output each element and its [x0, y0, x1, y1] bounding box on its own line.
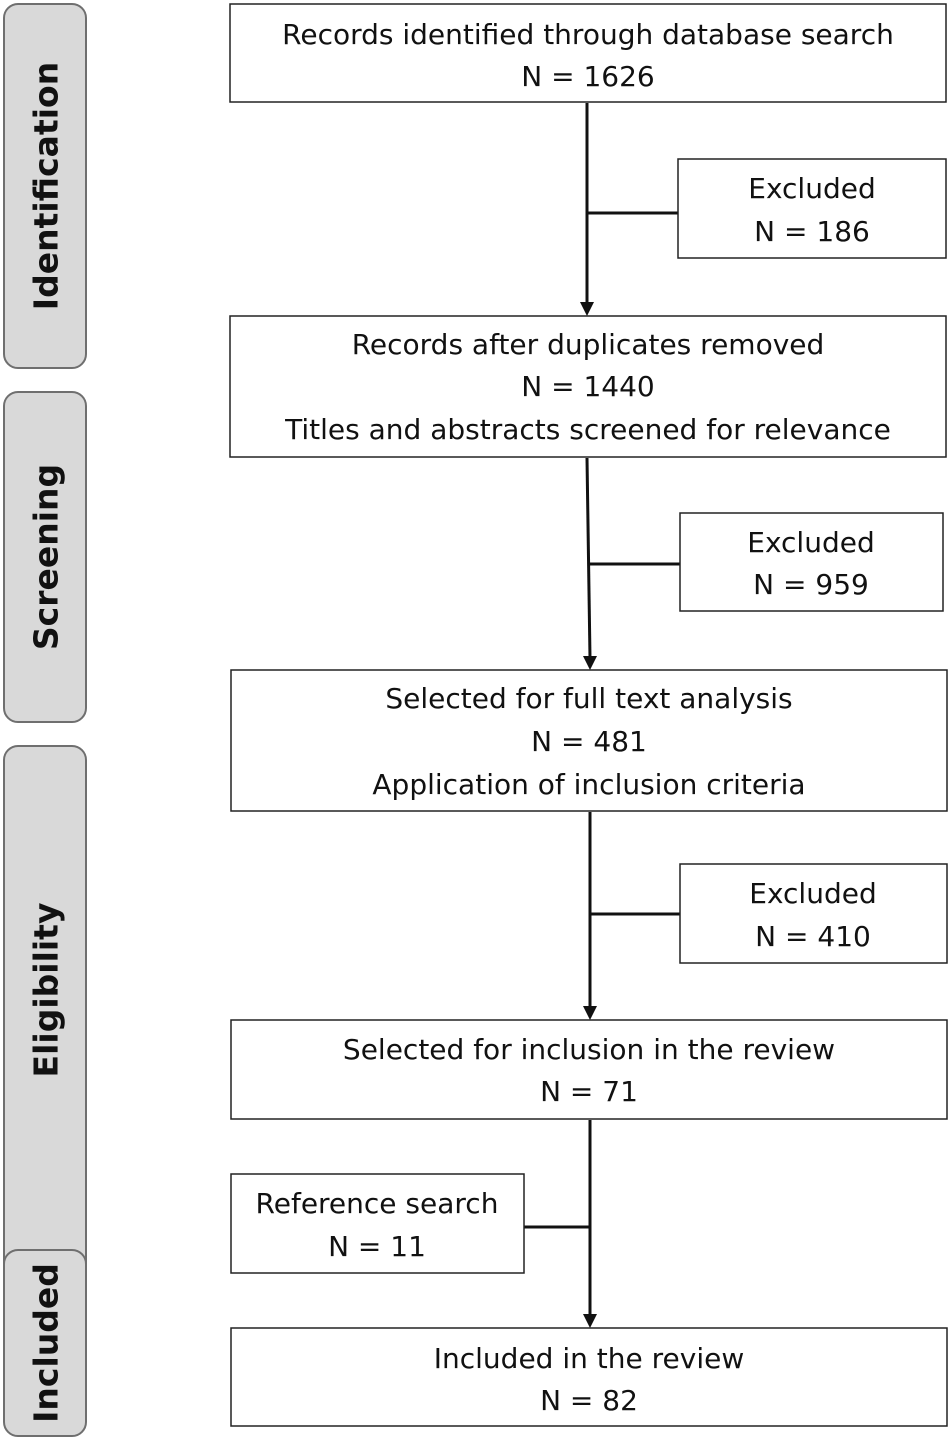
box-excluded-3: Excluded N = 410	[679, 863, 948, 964]
box-line: N = 11	[328, 1230, 426, 1263]
box-records-after-duplicates: Records after duplicates removed N = 144…	[229, 315, 947, 458]
stage-eligibility: Eligibility	[3, 745, 87, 1371]
connector-line	[585, 457, 592, 659]
box-line: Selected for inclusion in the review	[343, 1033, 835, 1066]
box-line: Records identified through database sear…	[282, 18, 894, 51]
stage-label-screening: Screening	[27, 464, 66, 650]
box-line: Excluded	[748, 172, 875, 205]
box-line: Application of inclusion criteria	[372, 768, 805, 801]
box-line: N = 1626	[521, 60, 654, 93]
stage-label-identification: Identification	[27, 62, 66, 310]
box-line: Included in the review	[434, 1342, 744, 1375]
box-records-identified: Records identified through database sear…	[229, 3, 947, 103]
stage-label-included: Included	[27, 1263, 66, 1423]
box-excluded-1: Excluded N = 186	[677, 158, 947, 259]
arrow-head	[583, 1314, 597, 1328]
stage-identification: Identification	[3, 3, 87, 369]
box-line: N = 1440	[521, 370, 654, 403]
box-selected-for-inclusion: Selected for inclusion in the review N =…	[230, 1019, 948, 1120]
box-line: N = 410	[755, 920, 871, 953]
stage-screening: Screening	[3, 391, 87, 723]
box-line: Selected for full text analysis	[385, 682, 792, 715]
box-line: N = 71	[540, 1075, 638, 1108]
arrow-head	[583, 656, 597, 670]
box-line: N = 82	[540, 1384, 638, 1417]
arrow-heads	[580, 302, 597, 1328]
box-line: N = 481	[531, 725, 647, 758]
stage-included: Included	[3, 1249, 87, 1437]
box-reference-search: Reference search N = 11	[230, 1173, 525, 1274]
box-line: Titles and abstracts screened for releva…	[284, 413, 891, 446]
box-full-text-analysis: Selected for full text analysis N = 481 …	[230, 669, 948, 812]
stage-label-eligibility: Eligibility	[27, 903, 66, 1078]
box-included-in-review: Included in the review N = 82	[230, 1327, 948, 1427]
arrow-head	[583, 1006, 597, 1020]
arrow-head	[580, 302, 594, 316]
box-line: N = 959	[753, 568, 869, 601]
box-line: Excluded	[747, 526, 874, 559]
connectors	[524, 103, 680, 1316]
box-excluded-2: Excluded N = 959	[679, 512, 944, 612]
box-line: Records after duplicates removed	[352, 328, 825, 361]
box-line: Reference search	[256, 1187, 499, 1220]
box-line: Excluded	[749, 877, 876, 910]
box-line: N = 186	[754, 215, 870, 248]
